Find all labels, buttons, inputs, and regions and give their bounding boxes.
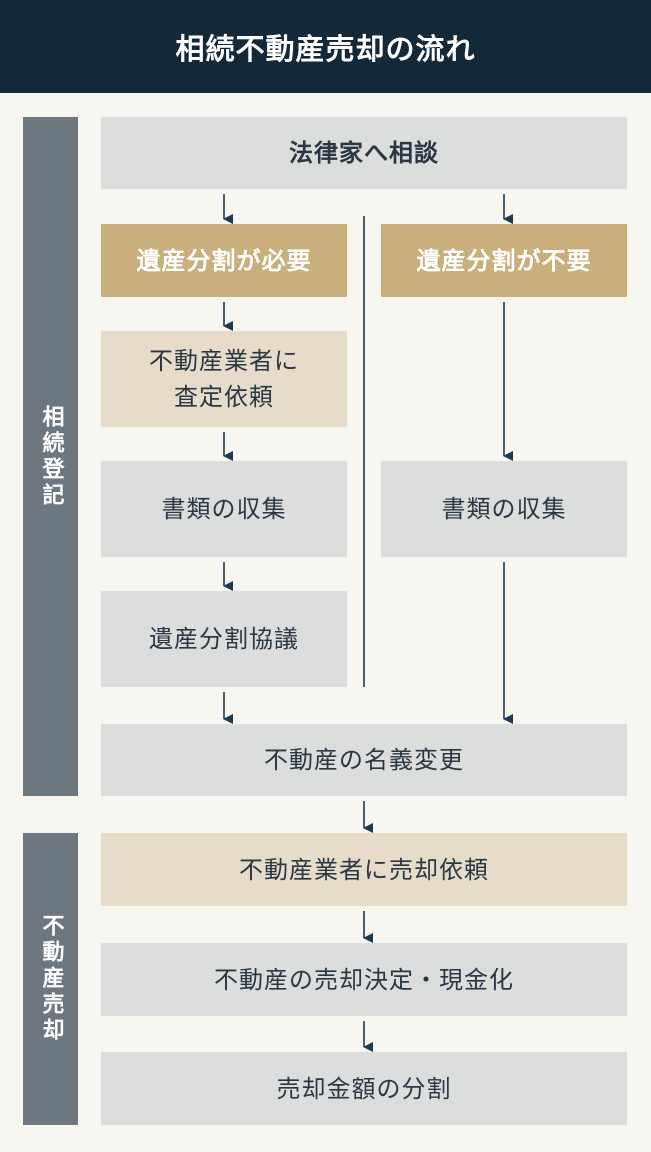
step-division-needed: 遺産分割が必要	[101, 224, 347, 297]
section-label-sale: 不動産売却	[23, 833, 78, 1125]
page-title: 相続不動産売却の流れ	[175, 31, 476, 66]
step-collect-docs-right: 書類の収集	[381, 461, 627, 557]
step-division-not-needed: 遺産分割が不要	[381, 224, 627, 297]
step-appraisal-request: 不動産業者に 査定依頼	[101, 331, 347, 427]
step-consult: 法律家へ相談	[101, 117, 627, 189]
step-division-agreement: 遺産分割協議	[101, 591, 347, 687]
step-name-change: 不動産の名義変更	[101, 724, 627, 796]
header-bar: 相続不動産売却の流れ	[0, 0, 651, 93]
step-sale-request: 不動産業者に売却依頼	[101, 833, 627, 906]
step-proceeds-division: 売却金額の分割	[101, 1052, 627, 1125]
step-collect-docs-left: 書類の収集	[101, 461, 347, 557]
step-sale-decision: 不動産の売却決定・現金化	[101, 943, 627, 1016]
section-label-inheritance: 相続登記	[23, 117, 78, 796]
